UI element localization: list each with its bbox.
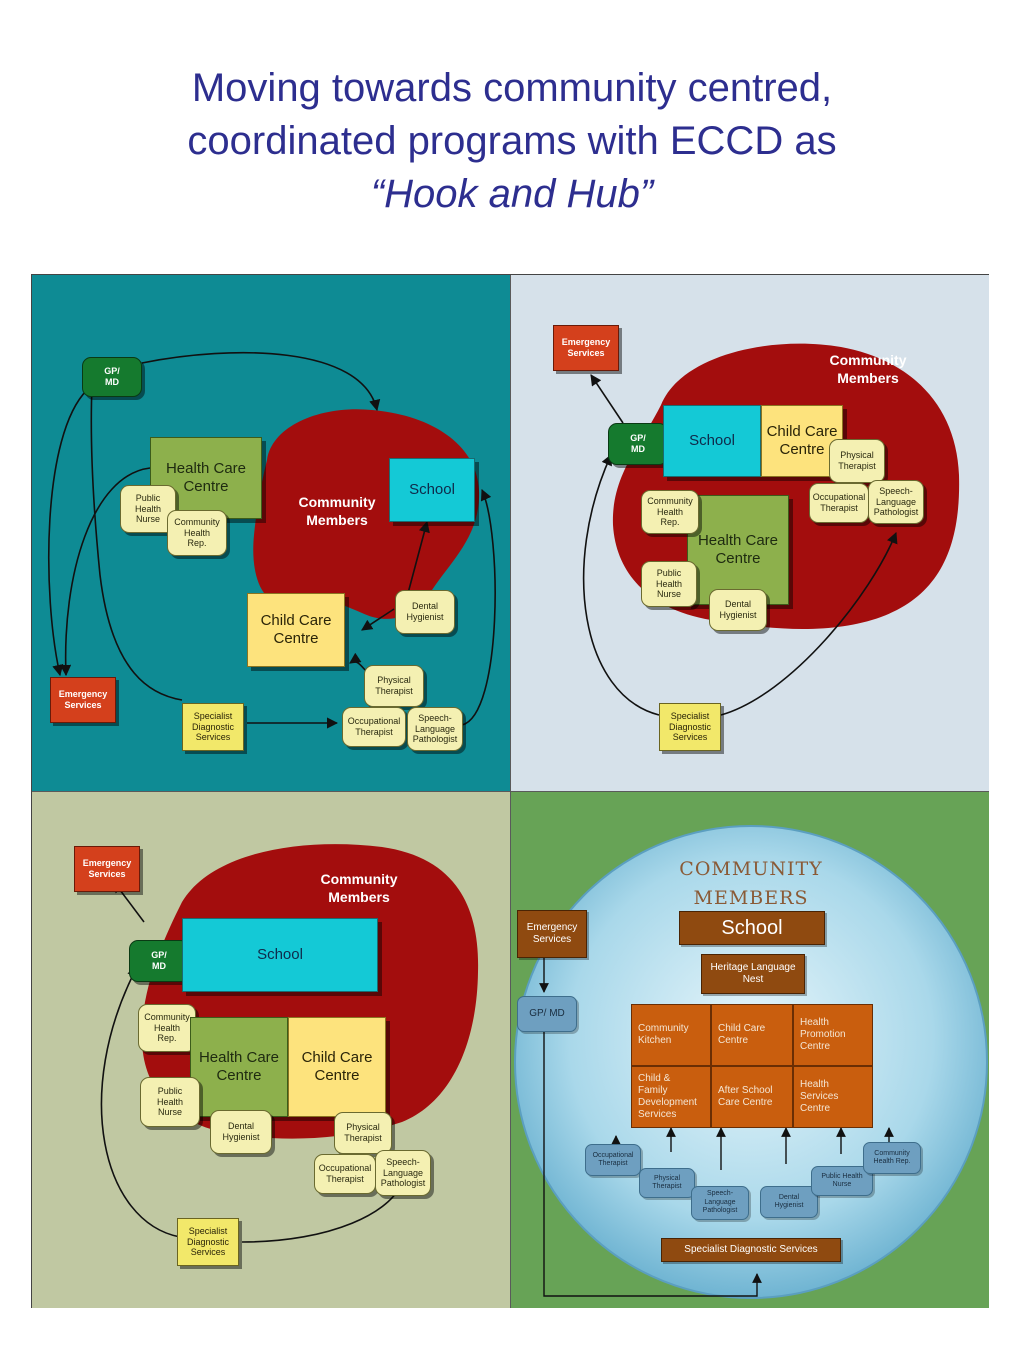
dental-hygienist-pill: Dental Hygienist xyxy=(395,590,455,634)
speech-language-pathologist-pill: Speech- Language Pathologist xyxy=(375,1150,431,1196)
school-box: School xyxy=(679,911,825,945)
community-health-rep-pill: Community Health Rep. xyxy=(863,1142,921,1174)
page-title: Moving towards community centred, coordi… xyxy=(0,62,1024,221)
emergency-services-box: Emergency Services xyxy=(50,677,116,723)
community-health-rep-pill: Community Health Rep. xyxy=(641,490,699,534)
physical-therapist-pill: Physical Therapist xyxy=(829,439,885,483)
specialist-diagnostic-services-box: Specialist Diagnostic Services xyxy=(661,1238,841,1262)
community-health-rep-pill: Community Health Rep. xyxy=(167,510,227,556)
specialist-diagnostic-services-box: Specialist Diagnostic Services xyxy=(659,703,721,751)
title-line-2: coordinated programs with ECCD as xyxy=(187,119,837,163)
school-box: School xyxy=(182,918,378,992)
occupational-therapist-pill: Occupational Therapist xyxy=(314,1154,376,1194)
panel-2-connectors xyxy=(582,374,898,716)
health-services-centre-tile: Health Services Centre xyxy=(793,1066,873,1128)
health-care-centre-box: Health Care Centre xyxy=(190,1017,288,1117)
gp-md-box: GP/ MD xyxy=(82,357,142,397)
community-members-label: Community Members xyxy=(829,352,907,387)
occupational-therapist-pill: Occupational Therapist xyxy=(342,707,406,747)
community-members-label: Community Members xyxy=(320,871,398,906)
community-kitchen-tile: Community Kitchen xyxy=(631,1004,711,1066)
physical-therapist-pill: Physical Therapist xyxy=(639,1168,695,1198)
emergency-services-box: Emergency Services xyxy=(553,325,619,371)
gp-md-pill: GP/ MD xyxy=(517,996,577,1032)
public-health-nurse-pill: Public Health Nurse xyxy=(120,485,176,533)
panel-2: Emergency Services Community Members GP/… xyxy=(511,275,989,793)
speech-language-pathologist-pill: Speech- Language Pathologist xyxy=(868,480,924,524)
after-school-care-tile: After School Care Centre xyxy=(711,1066,793,1128)
occupational-therapist-pill: Occupational Therapist xyxy=(585,1144,641,1176)
child-care-centre-box: Child Care Centre xyxy=(288,1017,386,1117)
health-care-centre-box: Health Care Centre xyxy=(687,495,789,605)
panel-1: Community Members GP/ MD Health Care Cen… xyxy=(32,275,512,793)
community-members-heading: community members xyxy=(679,851,823,911)
community-members-label: Community Members xyxy=(298,494,376,529)
emergency-services-box: Emergency Services xyxy=(517,910,587,958)
dental-hygienist-pill: Dental Hygienist xyxy=(709,589,767,631)
gp-md-box: GP/ MD xyxy=(129,940,189,982)
public-health-nurse-pill: Public Health Nurse xyxy=(811,1166,873,1196)
school-box: School xyxy=(663,405,761,477)
physical-therapist-pill: Physical Therapist xyxy=(334,1112,392,1154)
panel-4: community members School Emergency Servi… xyxy=(511,792,989,1308)
public-health-nurse-pill: Public Health Nurse xyxy=(641,561,697,607)
heritage-language-nest-box: Heritage Language Nest xyxy=(701,954,805,994)
child-care-centre-box: Child Care Centre xyxy=(247,593,345,667)
occupational-therapist-pill: Occupational Therapist xyxy=(809,483,869,523)
specialist-diagnostic-services-box: Specialist Diagnostic Services xyxy=(177,1218,239,1266)
community-health-rep-pill: Community Health Rep. xyxy=(138,1004,196,1052)
physical-therapist-pill: Physical Therapist xyxy=(364,665,424,707)
diagram-grid: Community Members GP/ MD Health Care Cen… xyxy=(31,274,989,1308)
school-box: School xyxy=(389,458,475,522)
title-line-3: “Hook and Hub” xyxy=(370,172,654,216)
gp-md-box: GP/ MD xyxy=(608,423,668,465)
public-health-nurse-pill: Public Health Nurse xyxy=(140,1077,200,1127)
specialist-diagnostic-services-box: Specialist Diagnostic Services xyxy=(182,703,244,751)
speech-language-pathologist-pill: Speech- Language Pathologist xyxy=(407,707,463,751)
panel-3: Emergency Services Community Members GP/… xyxy=(32,792,512,1308)
dental-hygienist-pill: Dental Hygienist xyxy=(760,1186,818,1218)
dental-hygienist-pill: Dental Hygienist xyxy=(210,1110,272,1154)
child-care-centre-tile: Child Care Centre xyxy=(711,1004,793,1066)
emergency-services-box: Emergency Services xyxy=(74,846,140,892)
child-care-centre-box: Child Care Centre xyxy=(761,405,843,477)
speech-language-pathologist-pill: Speech- Language Pathologist xyxy=(691,1186,749,1220)
health-promotion-centre-tile: Health Promotion Centre xyxy=(793,1004,873,1066)
title-line-1: Moving towards community centred, xyxy=(191,66,833,110)
child-family-development-tile: Child & Family Development Services xyxy=(631,1066,711,1128)
